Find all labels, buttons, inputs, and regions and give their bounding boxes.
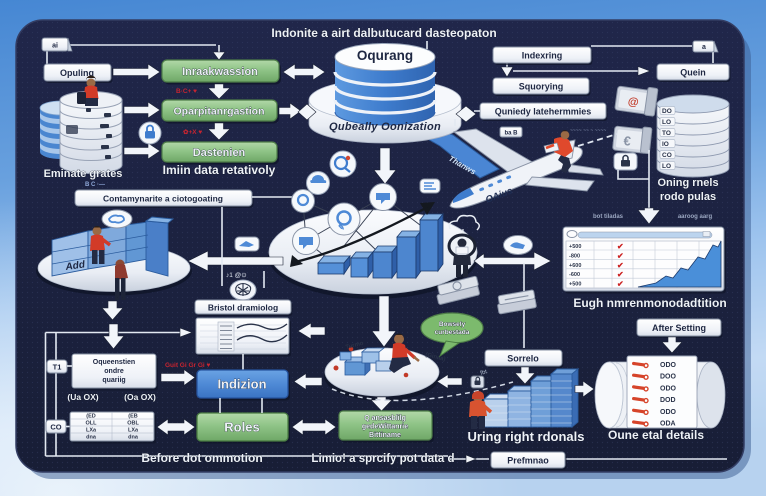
svg-text:Sorrelo: Sorrelo bbox=[507, 354, 539, 364]
svg-text:OBL: OBL bbox=[127, 421, 139, 427]
svg-text:a: a bbox=[702, 44, 706, 51]
svg-text:(Ginaa): (Ginaa) bbox=[425, 352, 447, 363]
svg-text:bot tiladas: bot tiladas bbox=[593, 214, 624, 220]
svg-text:CO: CO bbox=[50, 423, 61, 432]
svg-text:Eugh nmrenmonodadtition: Eugh nmrenmonodadtition bbox=[573, 296, 726, 310]
svg-text:Guit Gi Gr Gi ♥: Guit Gi Gr Gi ♥ bbox=[165, 362, 211, 369]
svg-text:Turmo: Turmo bbox=[345, 341, 364, 351]
svg-text:Qubeally Oonization: Qubeally Oonization bbox=[329, 121, 441, 133]
svg-text:Squorying: Squorying bbox=[519, 82, 564, 92]
svg-text:OLL: OLL bbox=[86, 421, 98, 427]
svg-text:B C ·—: B C ·— bbox=[85, 182, 105, 188]
svg-text:Prefmnao: Prefmnao bbox=[507, 456, 549, 466]
svg-text:ODO: ODO bbox=[660, 409, 677, 416]
svg-text:(Ua OX): (Ua OX) bbox=[67, 392, 98, 402]
svg-text:✔: ✔ bbox=[617, 242, 624, 251]
svg-text:Bittiname: Bittiname bbox=[369, 432, 401, 439]
svg-text:Oparpitanrgastion: Oparpitanrgastion bbox=[173, 106, 264, 118]
svg-text:+600: +600 bbox=[569, 263, 581, 269]
svg-text:LO: LO bbox=[662, 163, 671, 170]
svg-text:(EB: (EB bbox=[128, 414, 138, 420]
svg-text:dna: dna bbox=[86, 435, 97, 441]
svg-text:@: @ bbox=[627, 96, 640, 109]
svg-text:B·C+ ♥: B·C+ ♥ bbox=[176, 88, 197, 95]
svg-text:-600: -600 bbox=[569, 272, 580, 278]
svg-text:Uring right rdonals: Uring right rdonals bbox=[468, 429, 585, 444]
svg-text:ODO: ODO bbox=[660, 362, 677, 369]
svg-text:Q ansasblilg: Q ansasblilg bbox=[364, 415, 406, 422]
svg-text:Quein: Quein bbox=[680, 68, 706, 78]
svg-text:✔: ✔ bbox=[617, 270, 624, 279]
svg-text:Eminate grates: Eminate grates bbox=[44, 168, 123, 180]
svg-text:Indizion: Indizion bbox=[217, 377, 266, 392]
svg-text:Opuling: Opuling bbox=[60, 68, 94, 78]
svg-text:After Setting: After Setting bbox=[652, 323, 706, 333]
svg-text:(ED: (ED bbox=[86, 414, 96, 420]
svg-text:✎: ✎ bbox=[338, 223, 345, 232]
svg-text:Oqueenstien: Oqueenstien bbox=[93, 359, 135, 366]
svg-text:(Oa OX): (Oa OX) bbox=[124, 392, 156, 402]
svg-text:ondre: ondre bbox=[104, 368, 124, 375]
svg-text:+500: +500 bbox=[569, 244, 581, 250]
svg-text:Bowsely: Bowsely bbox=[439, 321, 466, 328]
svg-text:+500: +500 bbox=[569, 282, 581, 288]
svg-text:Add: Add bbox=[64, 259, 87, 273]
svg-text:Bristol dramiolog: Bristol dramiolog bbox=[208, 303, 278, 313]
svg-text:quariig: quariig bbox=[102, 377, 125, 384]
svg-text:ba B: ba B bbox=[504, 131, 518, 137]
svg-text:-800: -800 bbox=[569, 253, 580, 259]
svg-text:Oune etal details: Oune etal details bbox=[608, 428, 704, 442]
svg-text:rodo pulas: rodo pulas bbox=[660, 191, 716, 203]
svg-text:dna: dna bbox=[128, 435, 139, 441]
svg-text:LXa: LXa bbox=[128, 428, 139, 434]
svg-text:aaroog aarg: aaroog aarg bbox=[678, 214, 713, 220]
svg-text:Imiin data retativoly: Imiin data retativoly bbox=[163, 163, 276, 177]
svg-text:DO: DO bbox=[662, 108, 672, 115]
svg-text:DOD: DOD bbox=[660, 397, 676, 404]
svg-text:Indexring: Indexring bbox=[522, 51, 563, 61]
svg-text:✔: ✔ bbox=[617, 261, 624, 270]
svg-text:Oqurang: Oqurang bbox=[357, 48, 413, 63]
svg-text:Before dot ommotion: Before dot ommotion bbox=[141, 451, 262, 465]
svg-text:Inraakwassion: Inraakwassion bbox=[182, 66, 258, 78]
svg-text:✔: ✔ bbox=[617, 280, 624, 289]
svg-text:curbestada: curbestada bbox=[435, 329, 470, 336]
svg-text:fbt: fbt bbox=[480, 369, 489, 377]
svg-text:~~~~ ~~ ~ ~~~~: ~~~~ ~~ ~ ~~~~ bbox=[570, 128, 606, 134]
svg-text:DOO: DOO bbox=[660, 374, 677, 381]
svg-text:ODA: ODA bbox=[660, 421, 676, 428]
svg-text:✔: ✔ bbox=[617, 251, 624, 260]
svg-text:gedeWittanrie: gedeWittanrie bbox=[362, 424, 408, 431]
svg-text:€: € bbox=[623, 133, 632, 149]
svg-text:Contamynarite a ciotogoating: Contamynarite a ciotogoating bbox=[103, 194, 223, 204]
svg-text:Dastenien: Dastenien bbox=[193, 147, 246, 159]
svg-text:TO: TO bbox=[662, 130, 671, 137]
svg-text:IO: IO bbox=[662, 141, 669, 148]
svg-text:♪1 @⊙: ♪1 @⊙ bbox=[226, 272, 247, 279]
svg-text:Oning rnels: Oning rnels bbox=[657, 177, 718, 189]
svg-text:Quniedy latehermmies: Quniedy latehermmies bbox=[495, 107, 592, 117]
svg-text:✿+X ♥: ✿+X ♥ bbox=[183, 128, 202, 136]
svg-text:ODO: ODO bbox=[660, 385, 677, 392]
svg-text:T1: T1 bbox=[53, 363, 62, 372]
svg-text:CO: CO bbox=[662, 152, 672, 159]
svg-text:LXa: LXa bbox=[86, 428, 97, 434]
svg-text:Indonite a airt dalbutucard da: Indonite a airt dalbutucard dasteopaton bbox=[271, 26, 496, 40]
svg-text:Limio! a sprcify pot data d: Limio! a sprcify pot data d bbox=[311, 453, 454, 465]
svg-text:ai: ai bbox=[52, 43, 58, 50]
svg-text:Roles: Roles bbox=[224, 420, 259, 435]
svg-text:LO: LO bbox=[662, 119, 671, 126]
